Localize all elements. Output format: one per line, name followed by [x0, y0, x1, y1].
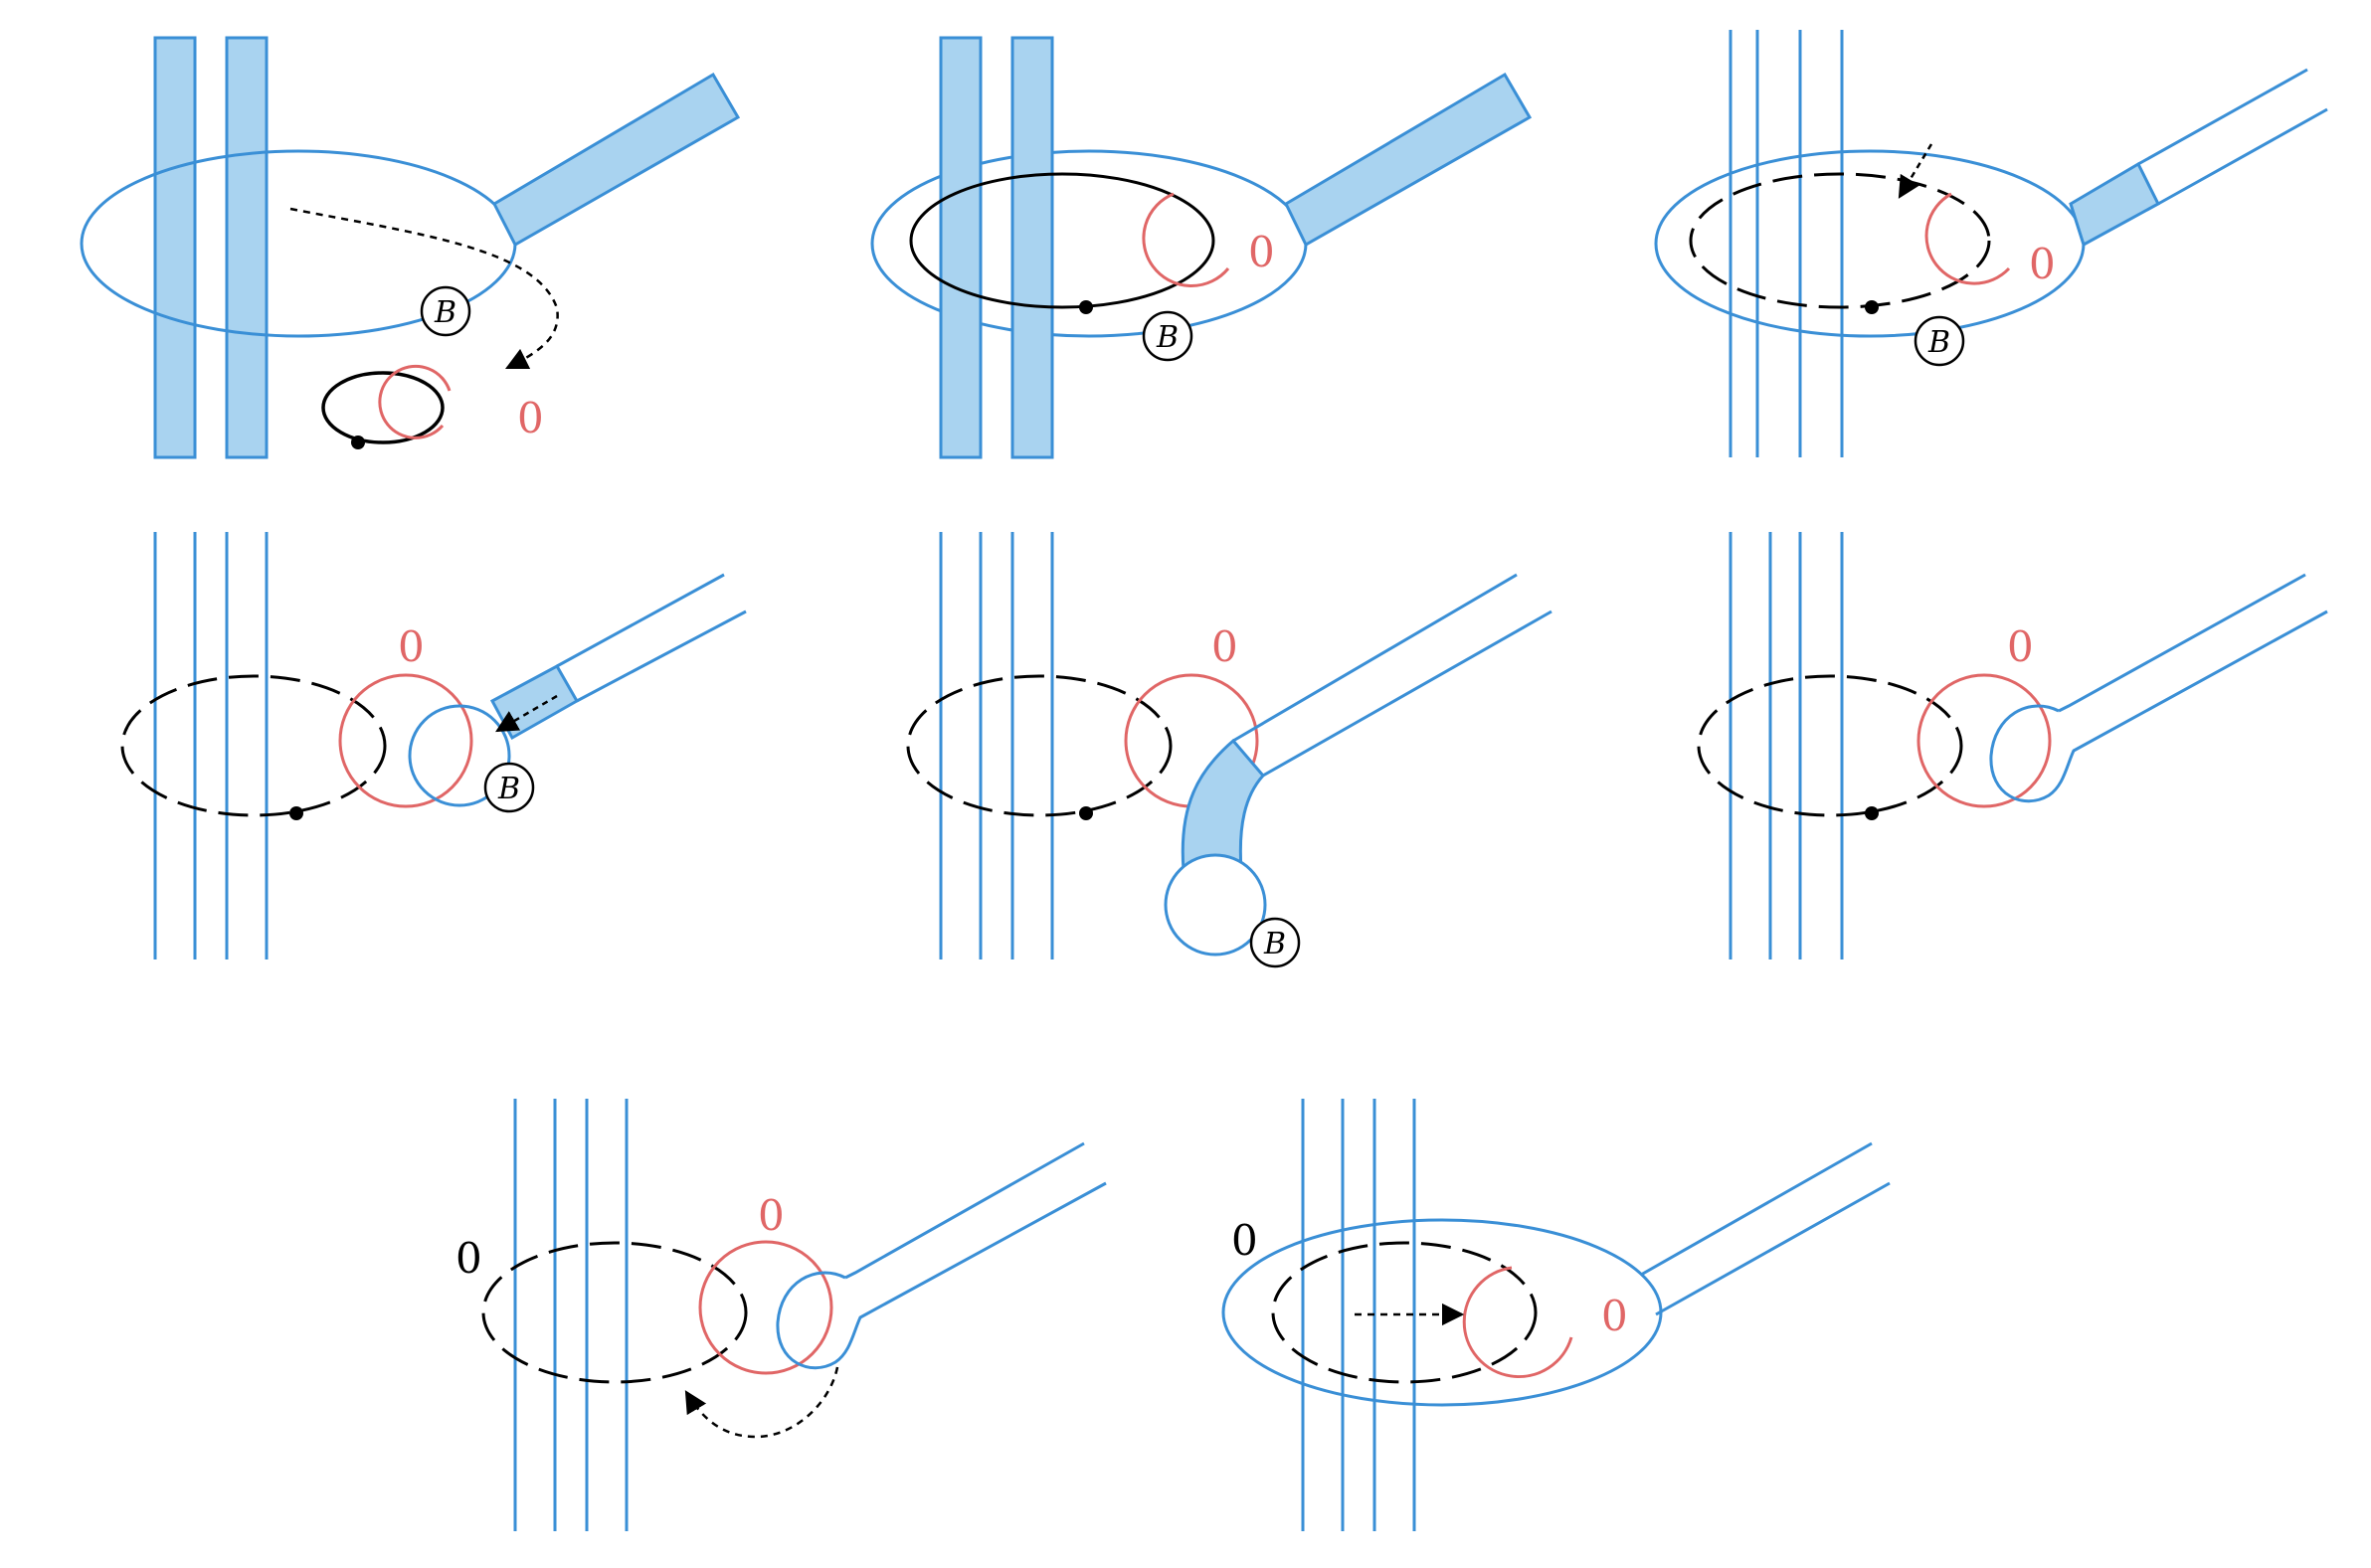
- dot-icon: [289, 806, 303, 820]
- band-edge: [1262, 610, 1552, 778]
- red-circle: [698, 1240, 833, 1375]
- thick-band-right: [1010, 36, 1054, 459]
- black-knot-dashed: [120, 674, 387, 817]
- red-circle: [338, 673, 473, 808]
- framing-label-red: 0: [758, 1191, 785, 1240]
- black-knot-dashed: [906, 674, 1173, 817]
- move-arrow: [495, 694, 558, 733]
- thick-band-left: [939, 36, 983, 459]
- dot-icon: [1865, 806, 1879, 820]
- diagonal-band-stub: [2069, 161, 2160, 248]
- blue-ellipse: [1221, 1218, 1663, 1407]
- dot-icon: [1079, 806, 1093, 820]
- thick-band-right: [225, 36, 269, 459]
- thick-band-left: [153, 36, 197, 459]
- basepoint-circle: [420, 285, 471, 337]
- band-edge: [1640, 1141, 1873, 1277]
- move-arrow: [289, 207, 559, 370]
- basepoint-label: B: [1156, 320, 1179, 355]
- curved-band: [1181, 738, 1265, 872]
- black-knot: [909, 172, 1215, 309]
- red-circle: [1142, 192, 1230, 287]
- band-edge: [1232, 573, 1518, 743]
- panel-5: 0 B: [906, 532, 1552, 968]
- black-knot-dashed: [1697, 674, 1963, 817]
- red-circle: [1924, 192, 2011, 285]
- framing-label-red: 0: [1601, 1292, 1628, 1340]
- framing-label-black: 0: [1231, 1216, 1258, 1265]
- basepoint-circle: [483, 762, 535, 813]
- move-arrow: [684, 1366, 839, 1439]
- black-knot-dashed: [1271, 1241, 1538, 1384]
- red-circle: [378, 364, 452, 439]
- dot-icon: [351, 436, 365, 449]
- basepoint-label: B: [434, 295, 456, 330]
- panel-2: 0 B: [870, 36, 1533, 459]
- diagonal-band: [1284, 72, 1533, 248]
- dot-icon: [1865, 300, 1879, 314]
- blue-loop: [1164, 853, 1267, 957]
- band-edge: [2157, 107, 2328, 206]
- panel-8: 0 0: [1221, 1099, 1891, 1531]
- basepoint-circle: [1249, 917, 1301, 968]
- band-edge: [556, 573, 725, 668]
- panel-6: 0: [1697, 532, 2328, 959]
- dot-icon: [1079, 300, 1093, 314]
- framing-label: 0: [517, 394, 544, 442]
- framing-label: 0: [398, 622, 425, 671]
- band-edge: [576, 610, 747, 703]
- basepoint-label: B: [1927, 325, 1950, 360]
- blue-loop-with-band: [1989, 573, 2328, 803]
- black-knot-dashed: [1689, 172, 1991, 309]
- basepoint-label: B: [1263, 927, 1286, 961]
- panel-7: 0 0: [456, 1099, 1107, 1531]
- red-circle: [1462, 1266, 1573, 1378]
- panel-1: B 0: [80, 36, 741, 459]
- panel-3: 0 B: [1654, 30, 2328, 457]
- diagonal-band: [492, 72, 741, 248]
- framing-label: 0: [1211, 622, 1238, 671]
- framing-label-black: 0: [456, 1234, 482, 1283]
- red-circle: [1916, 673, 2052, 808]
- blue-loop: [408, 704, 511, 807]
- framing-label: 0: [1248, 228, 1275, 276]
- panel-4: 0 B: [120, 532, 747, 959]
- band-edge: [2137, 68, 2308, 166]
- black-knot-dashed: [481, 1241, 748, 1384]
- basepoint-circle: [1914, 315, 1965, 367]
- black-knot: [321, 371, 445, 444]
- blue-loop-with-band: [776, 1141, 1107, 1370]
- basepoint-circle: [1142, 310, 1193, 362]
- band-edge: [1655, 1181, 1891, 1316]
- framing-label: 0: [2029, 240, 2056, 288]
- basepoint-label: B: [497, 772, 520, 806]
- framing-label: 0: [2007, 622, 2034, 671]
